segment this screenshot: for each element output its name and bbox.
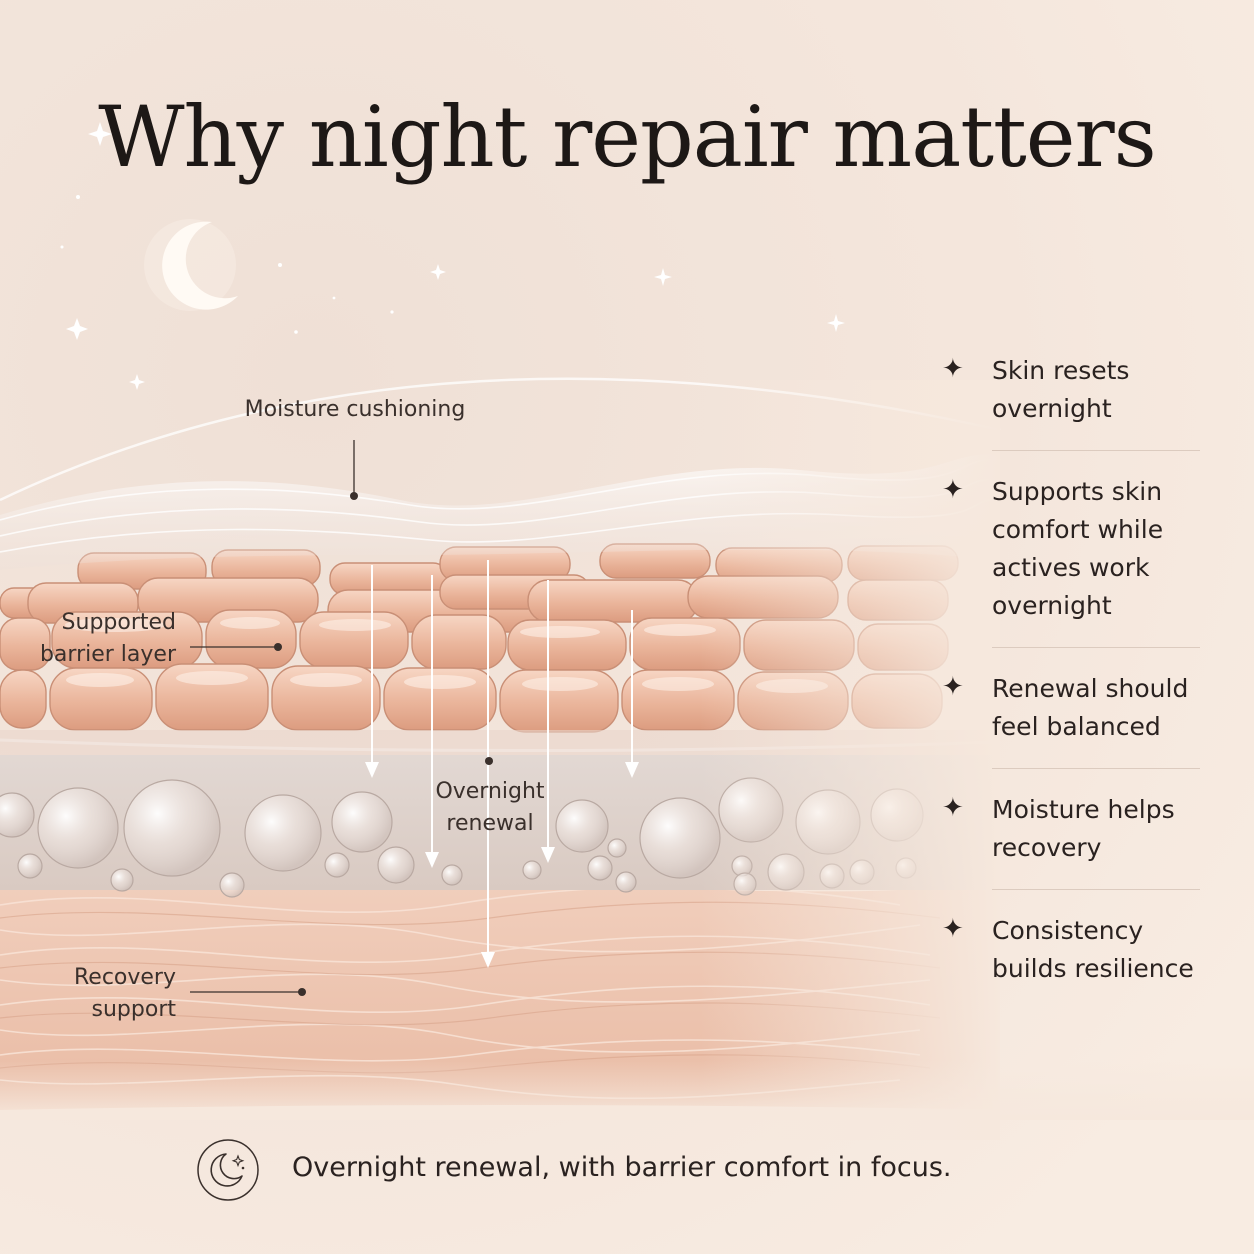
benefit-line: Renewal should <box>992 674 1189 703</box>
divider <box>992 889 1200 890</box>
recovery-label-line-1: Recovery <box>73 965 176 990</box>
benefit-line: Supports skin <box>992 477 1163 506</box>
sparkle-bullet-icon: ✦ <box>942 793 964 823</box>
benefit-line: Moisture helps <box>992 795 1175 824</box>
page-title: Why night repair matters <box>98 88 1157 186</box>
barrier-layer-label: Supported barrier layer <box>20 607 176 671</box>
sparkle-bullet-icon: ✦ <box>942 672 964 702</box>
benefit-item: ✦ Consistency builds resilience <box>940 912 1200 988</box>
divider <box>992 647 1200 648</box>
benefit-line: Consistency <box>992 916 1144 945</box>
moon-stars-icon <box>197 1139 259 1201</box>
benefit-line: overnight <box>992 591 1112 620</box>
moon-icon <box>144 219 238 311</box>
overnight-renewal-label: Overnight renewal <box>410 776 570 840</box>
sparkle-stars <box>60 122 845 390</box>
benefit-item: ✦ Renewal should feel balanced <box>940 670 1200 746</box>
sparkle-bullet-icon: ✦ <box>942 475 964 505</box>
barrier-label-line-1: Supported <box>61 610 176 635</box>
benefit-line: builds resilience <box>992 954 1194 983</box>
callout-leaders <box>190 440 355 993</box>
benefit-line: actives work <box>992 553 1150 582</box>
benefit-line: comfort while <box>992 515 1164 544</box>
moisture-cushioning-label: Moisture cushioning <box>230 394 480 426</box>
benefit-line: feel balanced <box>992 712 1161 741</box>
benefit-line: overnight <box>992 394 1112 423</box>
recovery-label-line-2: support <box>91 997 176 1022</box>
divider <box>992 450 1200 451</box>
footer-caption: Overnight renewal, with barrier comfort … <box>292 1152 952 1183</box>
benefit-line: Skin resets <box>992 356 1130 385</box>
renewal-label-line-1: Overnight <box>435 779 545 804</box>
sparkle-bullet-icon: ✦ <box>942 914 964 944</box>
moisture-label-text: Moisture cushioning <box>244 397 466 422</box>
renewal-label-line-2: renewal <box>446 811 534 836</box>
benefit-line: recovery <box>992 833 1102 862</box>
recovery-support-label: Recovery support <box>20 962 176 1026</box>
barrier-label-line-2: barrier layer <box>39 642 176 667</box>
benefit-item: ✦ Skin resets overnight <box>940 352 1200 428</box>
benefit-item: ✦ Moisture helps recovery <box>940 791 1200 867</box>
benefit-item: ✦ Supports skin comfort while actives wo… <box>940 473 1200 625</box>
sparkle-bullet-icon: ✦ <box>942 354 964 384</box>
benefit-list: ✦ Skin resets overnight ✦ Supports skin … <box>940 352 1200 988</box>
divider <box>992 768 1200 769</box>
